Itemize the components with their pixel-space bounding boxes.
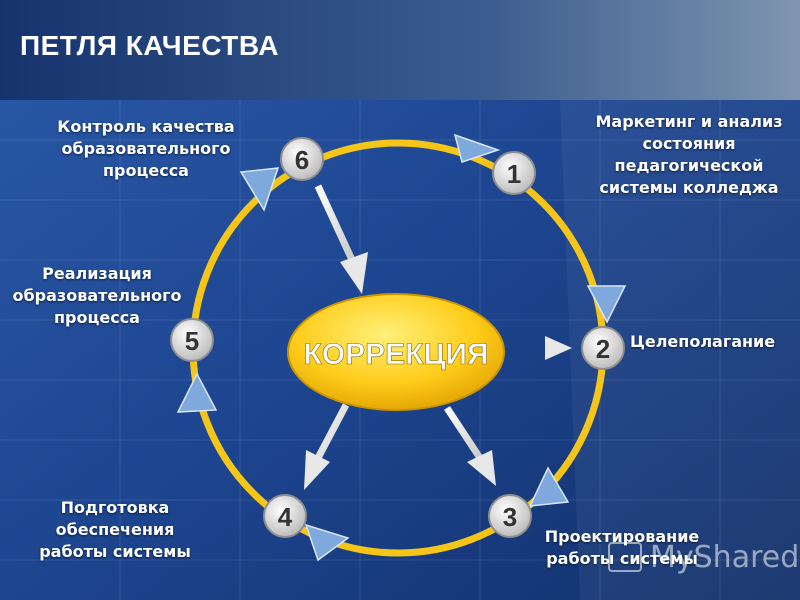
ring-arrowhead-6-1 [453, 133, 501, 163]
node-1-badge: 1 [492, 151, 536, 195]
watermark: MyShared [608, 538, 799, 578]
arrow-center-to-3 [444, 406, 496, 486]
arrow-center-to-4 [304, 403, 350, 490]
node-5-label: Реализация образовательного процесса [12, 264, 182, 327]
correction-label: КОРРЕКЦИЯ [303, 338, 488, 371]
arrow-center-to-2 [505, 336, 572, 360]
node-2-number: 2 [596, 334, 610, 364]
node-4-label: Подготовка обеспечения работы системы [39, 498, 191, 561]
watermark-text: MyShared [650, 540, 800, 575]
ring-arrowhead-3-4 [304, 523, 350, 562]
node-3-number: 3 [503, 502, 517, 532]
ring-arrowhead-2-3 [528, 466, 570, 507]
node-6-label: Контроль качества образовательного проце… [57, 117, 235, 180]
node-2-badge: 2 [581, 326, 625, 370]
node-3-label: Проектирование работы системы [544, 527, 700, 568]
node-1-label: Маркетинг и анализ состояния педагогичес… [595, 112, 783, 197]
page-title: ПЕТЛЯ КАЧЕСТВА [20, 30, 279, 61]
node-5-number: 5 [185, 326, 199, 356]
node-6-number: 6 [295, 145, 309, 175]
node-6-badge: 6 [280, 137, 324, 181]
node-3-badge: 3 [488, 494, 532, 538]
node-2-label: Целеполагание [630, 332, 776, 351]
correction-ellipse [287, 293, 505, 411]
node-4-number: 4 [278, 502, 293, 532]
node-4-badge: 4 [263, 494, 307, 538]
presentation-icon [608, 542, 642, 572]
node-5-badge: 5 [170, 318, 214, 362]
ring-arrowhead-4-5 [176, 372, 218, 413]
ring-arrowhead-1-2 [586, 285, 627, 324]
node-1-number: 1 [507, 159, 521, 189]
ring-arrowhead-5-6 [239, 167, 280, 212]
arrow-6-to-center [314, 184, 368, 294]
